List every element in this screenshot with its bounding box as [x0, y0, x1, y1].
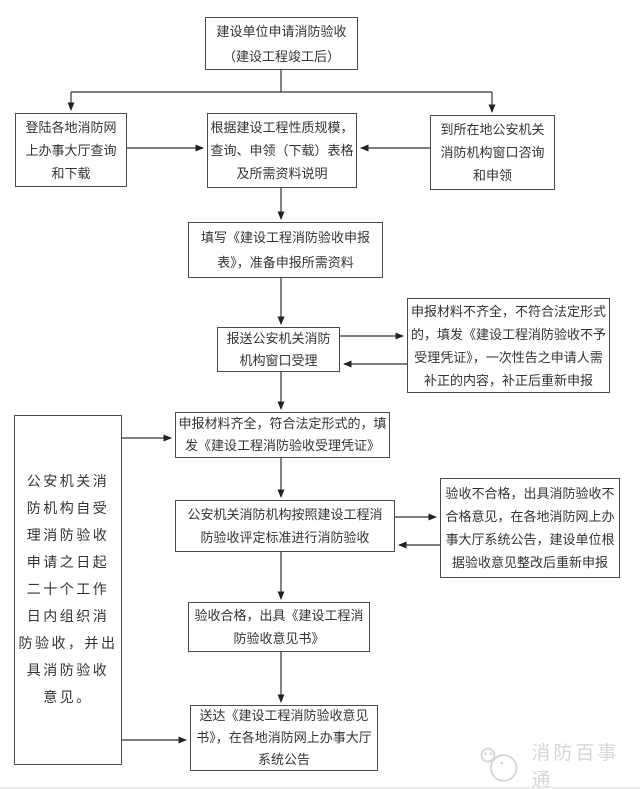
node-twenty-workday-note: 公安机关消 防机构自受 理消防验收 申请之日起 二十个工作 日内组织消 防验收，…: [14, 415, 122, 765]
node-fill-declaration-form: 填写《建设工程消防验收申报 表》，准备申报所需资料: [188, 222, 383, 278]
node-acceptance-passed: 验收合格，出具《建设工程消 防验收意见书》: [188, 602, 370, 652]
node-submit-to-window: 报送公安机关消防 机构窗口受理: [217, 327, 340, 372]
node-deliver-opinion: 送达《建设工程消防验收意见 书》，在各地消防网上办事大厅 系统公告: [190, 705, 378, 771]
image-bottom-edge: [0, 787, 640, 789]
watermark-logo-icon: [480, 747, 518, 782]
node-acceptance-failed: 验收不合格，出具消防验收不 合格意见，在各地消防网上办 事大厅系统公告，建设单位…: [440, 478, 620, 578]
node-query-forms: 根据建设工程性质规模， 查询、申领（下载）表格 及所需资料说明: [207, 113, 357, 188]
watermark: 消防百事通: [478, 738, 640, 789]
node-online-service-hall: 登陆各地消防网 上办事大厅查询 和下载: [15, 113, 127, 187]
node-materials-complete: 申报材料齐全，符合法定形式的，填 发《建设工程消防验收受理凭证》: [175, 412, 390, 458]
node-apply-for-acceptance: 建设单位申请消防验收 （建设工程竣工后）: [205, 17, 358, 70]
node-conduct-acceptance-assessment: 公安机关消防机构按照建设工程消 防验收评定标准进行消防验收: [175, 500, 395, 552]
watermark-text: 消防百事通: [531, 743, 620, 789]
node-materials-incomplete: 申报材料不齐全，不符合法定形式 的，填发《建设工程消防验收不予 受理凭证》，一次…: [407, 298, 610, 393]
node-window-consult: 到所在地公安机关 消防机构窗口咨询 和申领: [430, 115, 555, 190]
